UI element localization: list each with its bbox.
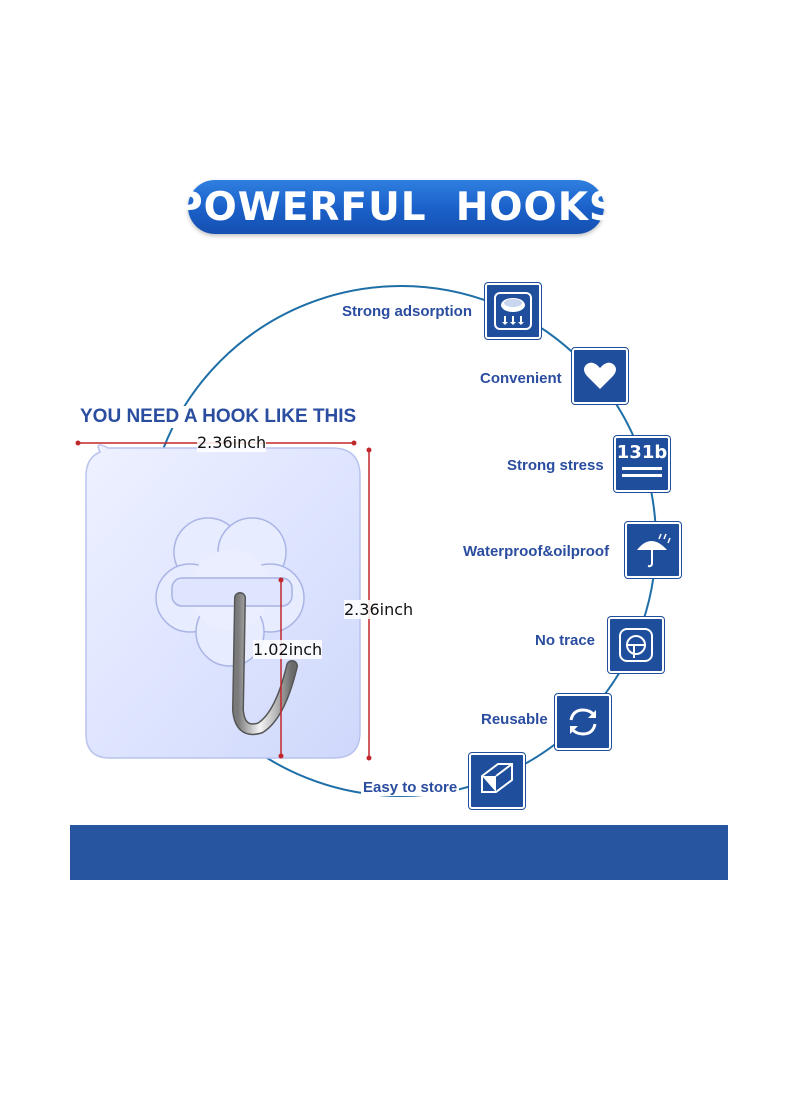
feature-label-strong-stress: Strong stress xyxy=(505,457,606,474)
recycle-arrows-icon xyxy=(554,693,612,751)
page-title: POWERFUL HOOKS xyxy=(174,184,618,230)
bottom-banner xyxy=(70,825,728,880)
feature-label-easy-to-store: Easy to store xyxy=(361,779,460,796)
feature-label-no-trace: No trace xyxy=(533,632,598,649)
dimension-endpoints xyxy=(75,440,372,761)
storage-box-icon xyxy=(468,752,526,810)
no-trace-icon xyxy=(607,616,665,674)
weight-text: 131b xyxy=(616,442,668,463)
height-dimension-label: 2.36inch xyxy=(344,600,414,619)
umbrella-rain-icon xyxy=(624,521,682,579)
feature-label-strong-adsorption: Strong adsorption xyxy=(340,303,474,320)
metal-hook xyxy=(233,593,297,734)
product-subtitle: YOU NEED A HOOK LIKE THIS xyxy=(80,406,359,428)
hook-base-bar xyxy=(171,577,293,607)
weight-131b-icon: 131b xyxy=(613,435,671,493)
width-dimension-label: 2.36inch xyxy=(197,433,267,452)
feature-label-convenient: Convenient xyxy=(478,370,564,387)
heart-icon xyxy=(571,347,629,405)
feature-label-reusable: Reusable xyxy=(479,711,550,728)
hook-product-image xyxy=(75,440,372,761)
suction-cup-icon xyxy=(484,282,542,340)
feature-label-waterproof: Waterproof&oilproof xyxy=(461,543,612,560)
hook-length-label: 1.02inch xyxy=(253,640,323,659)
title-banner: POWERFUL HOOKS xyxy=(174,180,617,234)
